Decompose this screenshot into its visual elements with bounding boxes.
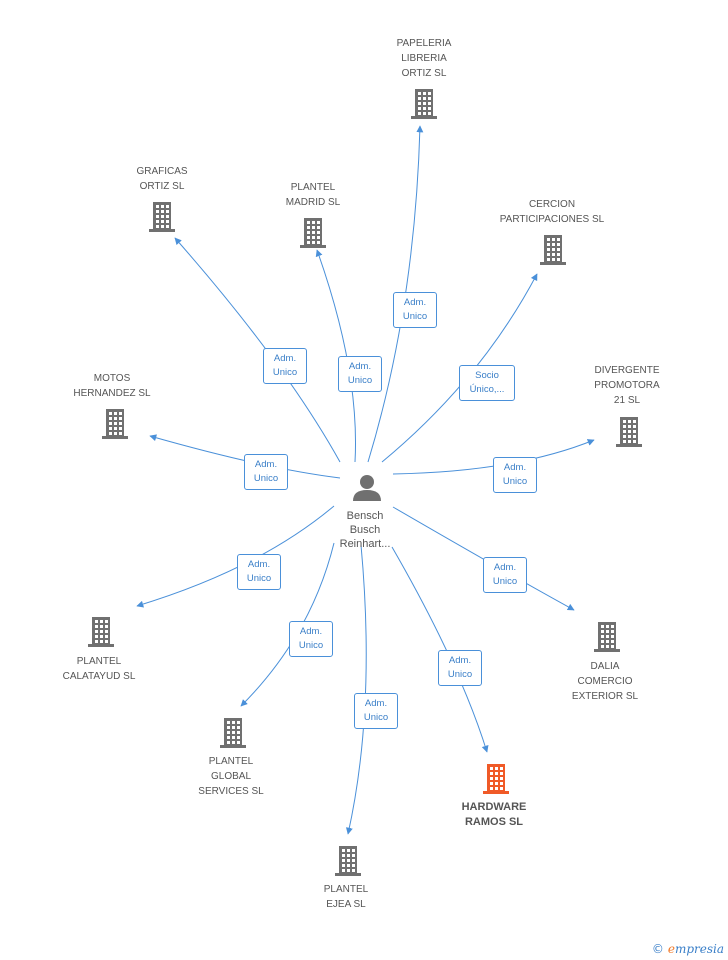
role-label-plantel-global: Adm. Unico <box>289 621 333 657</box>
role-label-dalia: Adm. Unico <box>483 557 527 593</box>
building-icon-motos[interactable] <box>102 409 128 439</box>
node-label-cercion[interactable]: CERCION PARTICIPACIONES SL <box>499 199 605 225</box>
role-label-plantel-madrid: Adm. Unico <box>338 356 382 392</box>
edge-graficas <box>174 237 341 463</box>
role-label-hardware: Adm. Unico <box>438 650 482 686</box>
role-label-graficas: Adm. Unico <box>263 348 307 384</box>
role-label-divergente: Adm. Unico <box>493 457 537 493</box>
node-label-plantel-calatayud[interactable]: PLANTEL CALATAYUD SL <box>62 656 136 682</box>
brand-logo-e: e <box>667 942 675 956</box>
role-label-papeleria: Adm. Unico <box>393 292 437 328</box>
building-icon-dalia[interactable] <box>594 622 620 652</box>
node-label-dalia[interactable]: DALIA COMERCIO EXTERIOR SL <box>571 661 639 702</box>
center-person-name[interactable]: Bensch Busch Reinhart... <box>339 510 391 550</box>
node-label-hardware[interactable]: HARDWARE RAMOS SL <box>461 801 527 828</box>
node-label-divergente[interactable]: DIVERGENTE PROMOTORA 21 SL <box>594 365 660 406</box>
building-icon-plantel-ejea[interactable] <box>335 846 361 876</box>
node-label-plantel-global[interactable]: PLANTEL GLOBAL SERVICES SL <box>198 756 264 797</box>
building-icon-hardware[interactable] <box>483 764 509 794</box>
role-label-motos: Adm. Unico <box>244 454 288 490</box>
building-icon-papeleria[interactable] <box>411 89 437 119</box>
edge-plantel-ejea <box>345 544 367 835</box>
node-label-graficas[interactable]: GRAFICAS ORTIZ SL <box>136 166 188 192</box>
role-label-plantel-calatayud: Adm. Unico <box>237 554 281 590</box>
building-icon-cercion[interactable] <box>540 235 566 265</box>
brand-name: mpresia <box>674 942 724 956</box>
role-label-plantel-ejea: Adm. Unico <box>354 693 398 729</box>
edge-plantel-calatayud <box>136 505 335 608</box>
node-label-papeleria[interactable]: PAPELERIA LIBRERIA ORTIZ SL <box>396 38 452 79</box>
copyright-icon: © <box>651 942 664 956</box>
brand-footer: ©empresia <box>652 942 724 956</box>
role-label-cercion: Socio Único,... <box>459 365 515 401</box>
building-icon-divergente[interactable] <box>616 417 642 447</box>
building-icon-plantel-madrid[interactable] <box>300 218 326 248</box>
building-icon-graficas[interactable] <box>149 202 175 232</box>
person-icon <box>353 475 381 501</box>
node-label-plantel-madrid[interactable]: PLANTEL MADRID SL <box>285 182 341 208</box>
node-label-plantel-ejea[interactable]: PLANTEL EJEA SL <box>323 884 369 910</box>
node-label-motos[interactable]: MOTOS HERNANDEZ SL <box>73 373 151 399</box>
building-icon-plantel-global[interactable] <box>220 718 246 748</box>
building-icon-plantel-calatayud[interactable] <box>88 617 114 647</box>
